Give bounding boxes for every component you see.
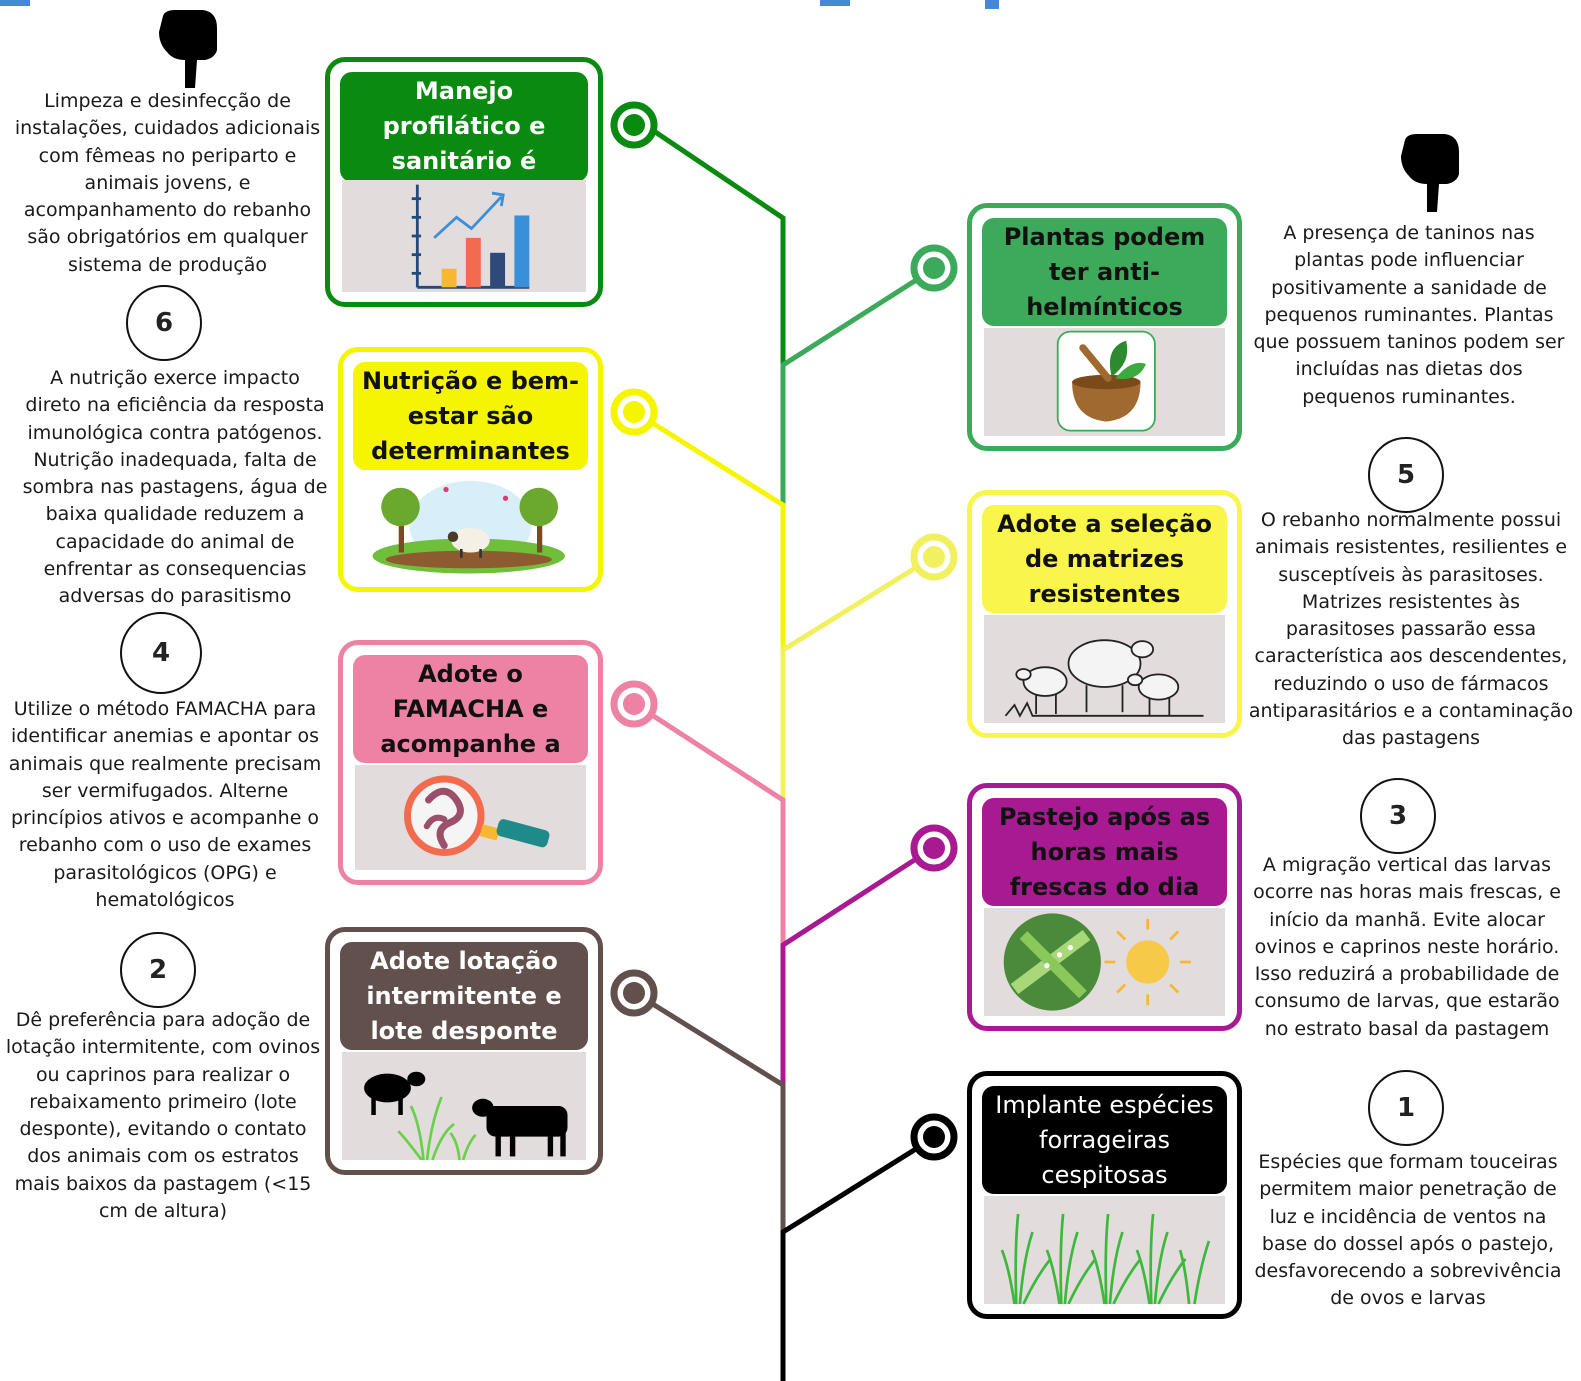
number-badge-6: 6 xyxy=(126,285,202,361)
number-badge-3: 3 xyxy=(1360,778,1436,854)
description-famacha: Utilize o método FAMACHA para identifica… xyxy=(8,698,322,912)
card-anthelmintic-plants: Plantas podem ter anti-helmínticos natur… xyxy=(967,203,1242,451)
dew-leaf-sun-icon xyxy=(984,908,1225,1016)
number-badge-5: 5 xyxy=(1368,437,1444,513)
bar-chart-icon xyxy=(342,180,586,292)
grass-tufts-icon xyxy=(984,1196,1225,1304)
sheep-sketch-icon xyxy=(984,615,1225,723)
card-nutrition-welfare: Nutrição e bem-estar são determinantes xyxy=(338,347,603,592)
pointing-hand-icon xyxy=(1401,134,1459,212)
card-title: Pastejo após as horas mais frescas do di… xyxy=(982,798,1227,906)
card-tufted-forage: Implante espécies forrageiras cespitosas xyxy=(967,1071,1242,1319)
number-badge-4: 4 xyxy=(120,612,202,694)
description-resistant-selection: O rebanho normalmente possui animais res… xyxy=(1248,509,1574,750)
card-famacha: Adote o FAMACHA e acompanhe a evolução c… xyxy=(338,640,603,885)
card-title: Manejo profilático e sanitário é indispe… xyxy=(340,72,588,210)
magnifier-worm-icon xyxy=(355,765,586,870)
description-grazing-rotation: Dê preferência para adoção de lotação in… xyxy=(5,1009,321,1223)
card-grazing-after-cool-hours: Pastejo após as horas mais frescas do di… xyxy=(967,783,1242,1031)
number-badge-1: 1 xyxy=(1368,1070,1444,1146)
sheep-cow-silhouette-icon xyxy=(342,1052,586,1160)
mortar-herbs-icon xyxy=(984,328,1225,436)
description-sanitary: Limpeza e desinfecção de instalações, cu… xyxy=(14,90,321,276)
card-sanitary-management: Manejo profilático e sanitário é indispe… xyxy=(325,57,603,307)
card-title: Adote a seleção de matrizes resistentes xyxy=(982,505,1227,613)
card-title: Adote lotação intermitente e lote despon… xyxy=(340,942,588,1050)
card-title: Plantas podem ter anti-helmínticos natur… xyxy=(982,218,1227,356)
card-title: Implante espécies forrageiras cespitosas xyxy=(982,1086,1227,1194)
description-cool-hours: A migração vertical das larvas ocorre na… xyxy=(1253,854,1561,1040)
card-title: Adote o FAMACHA e acompanhe a evolução c… xyxy=(353,655,588,828)
card-intermittent-stocking: Adote lotação intermitente e lote despon… xyxy=(325,927,603,1175)
number-badge-2: 2 xyxy=(120,932,196,1008)
pasture-landscape-icon xyxy=(355,472,586,577)
description-nutrition: A nutrição exerce impacto direto na efic… xyxy=(22,367,328,608)
description-tannin-plants: A presença de taninos nas plantas pode i… xyxy=(1253,222,1565,408)
description-tufted-forage: Espécies que formam touceiras permitem m… xyxy=(1254,1151,1562,1310)
pointing-hand-icon xyxy=(159,10,217,88)
card-resistant-dams: Adote a seleção de matrizes resistentes xyxy=(967,490,1242,738)
card-title: Nutrição e bem-estar são determinantes xyxy=(353,362,588,470)
